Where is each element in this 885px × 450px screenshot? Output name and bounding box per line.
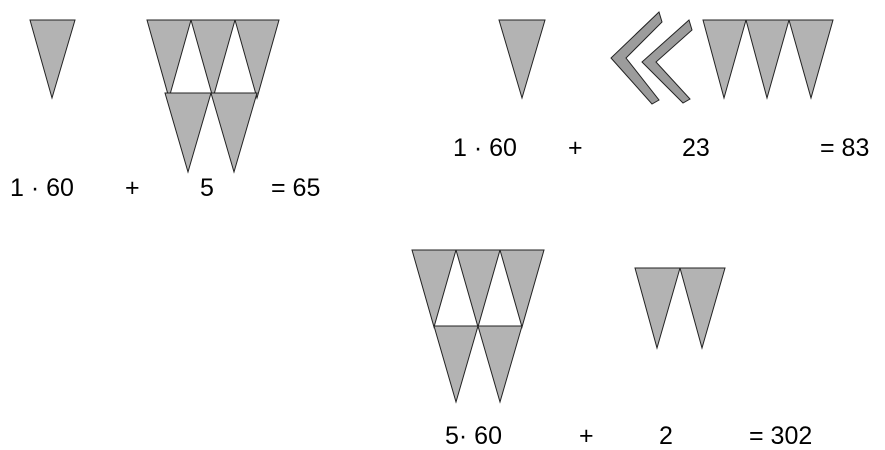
- vertical-wedge-icon: [788, 19, 834, 100]
- chevron-wedge-icon: [641, 19, 693, 104]
- vertical-wedge-icon: [702, 19, 747, 100]
- vertical-wedge-icon: [164, 92, 212, 174]
- example-2-plus-sign: +: [568, 134, 583, 162]
- example-1-high-digit: [29, 19, 76, 100]
- vertical-wedge-icon: [477, 325, 523, 404]
- vertical-wedge-icon: [499, 249, 545, 329]
- vertical-wedge-icon: [234, 19, 280, 100]
- example-1-high-term: 1 · 60: [10, 174, 74, 202]
- example-1-low-digit: [146, 19, 280, 174]
- example-3-plus-sign: +: [579, 422, 594, 450]
- example-2-high-term: 1 · 60: [453, 134, 517, 162]
- example-1-result: = 65: [271, 174, 321, 202]
- vertical-wedge-icon: [146, 19, 192, 100]
- chevron-wedge-icon: [610, 11, 663, 105]
- vertical-wedge-icon: [498, 19, 546, 100]
- vertical-wedge-icon: [679, 267, 726, 350]
- vertical-wedge-icon: [29, 19, 76, 100]
- example-2-high-digit: [498, 19, 546, 100]
- example-3-low-digit: [634, 267, 726, 350]
- example-3-result: = 302: [749, 422, 813, 450]
- vertical-wedge-icon: [634, 267, 681, 350]
- example-2-result: = 83: [820, 134, 870, 162]
- example-1-plus-sign: +: [125, 174, 140, 202]
- vertical-wedge-icon: [745, 19, 790, 100]
- example-2-low-term: 23: [682, 134, 710, 162]
- vertical-wedge-icon: [411, 249, 457, 329]
- example-2-low-digit: [610, 11, 834, 105]
- vertical-wedge-icon: [210, 92, 258, 174]
- vertical-wedge-icon: [190, 19, 236, 100]
- example-3-low-term: 2: [659, 422, 673, 450]
- example-3-high-digit: [411, 249, 545, 404]
- vertical-wedge-icon: [455, 249, 501, 329]
- vertical-wedge-icon: [433, 325, 479, 404]
- example-1-low-term: 5: [200, 174, 214, 202]
- example-3-high-term: 5· 60: [445, 422, 502, 450]
